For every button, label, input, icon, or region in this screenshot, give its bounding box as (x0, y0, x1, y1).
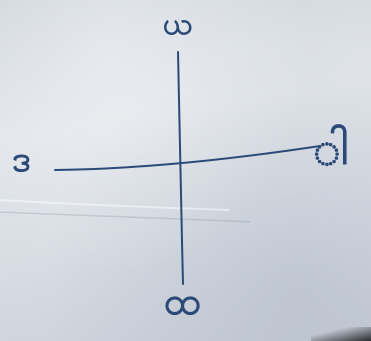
label-top: ယ (163, 10, 192, 40)
label-right: ါ (313, 128, 348, 172)
label-bottom: ထ (164, 282, 201, 320)
vertical-line (178, 52, 183, 284)
photo-corner-shadow (311, 327, 371, 341)
label-left: ဒ (12, 142, 31, 178)
horizontal-line (55, 146, 320, 170)
